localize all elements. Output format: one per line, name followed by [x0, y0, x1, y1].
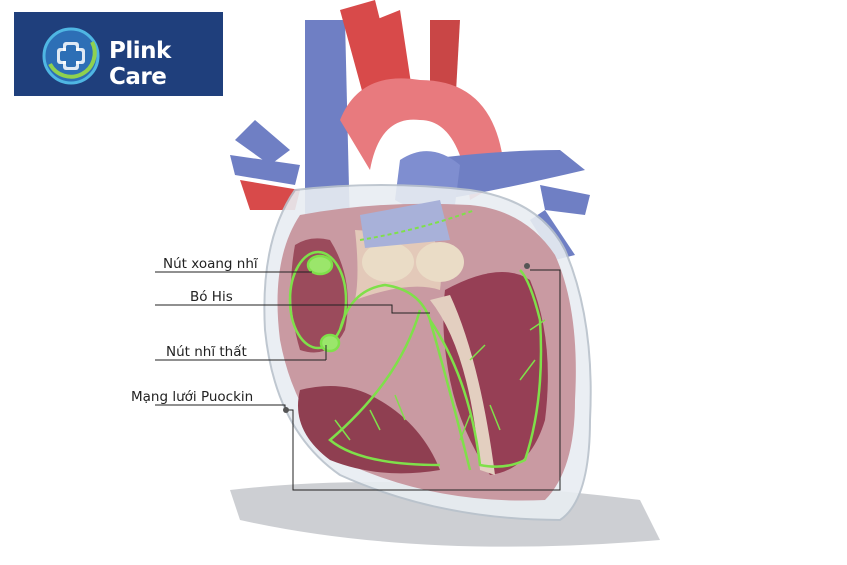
purkinje-marker-right — [524, 263, 530, 269]
sa-node — [306, 254, 334, 276]
logo-mark-icon — [42, 27, 100, 85]
right-bundle-branch — [328, 309, 441, 467]
av-node — [319, 333, 341, 353]
sa-node-ring — [288, 250, 348, 350]
pulmonary-vein-right — [540, 185, 590, 215]
left-ventricle — [443, 272, 548, 475]
septum — [430, 295, 495, 475]
leader-his-bundle — [155, 304, 430, 314]
purkinje-marker-left — [283, 407, 289, 413]
label-av-node: Nút nhĩ thất — [166, 344, 247, 360]
brand-name: Plink Care — [109, 38, 171, 90]
label-sa-node: Nút xoang nhĩ — [163, 256, 258, 272]
conduction-dashed — [359, 209, 476, 241]
conduction-system — [288, 209, 546, 471]
pulmonary-artery-left-2 — [230, 155, 300, 185]
pulmonary-vein-left-red — [240, 180, 300, 210]
left-bundle-branch — [428, 269, 543, 468]
label-purkinje: Mạng lưới Puockin — [131, 389, 254, 405]
aortic-valve — [416, 242, 464, 282]
label-his-bundle: Bó His — [190, 289, 233, 305]
his-bundle — [338, 283, 472, 471]
pulmonary-valve — [362, 242, 414, 282]
brand-logo[interactable]: Plink Care — [14, 12, 223, 96]
right-atrium — [291, 238, 348, 353]
leader-lines — [155, 269, 561, 491]
superior-vena-cava — [305, 20, 350, 240]
purkinje-1 — [334, 319, 546, 441]
aortic-arch — [340, 78, 505, 200]
pulmonary-artery-right — [420, 150, 585, 200]
right-ventricle — [298, 386, 440, 474]
pulmonary-artery-left — [235, 120, 290, 165]
leader-purkinje — [155, 269, 561, 491]
